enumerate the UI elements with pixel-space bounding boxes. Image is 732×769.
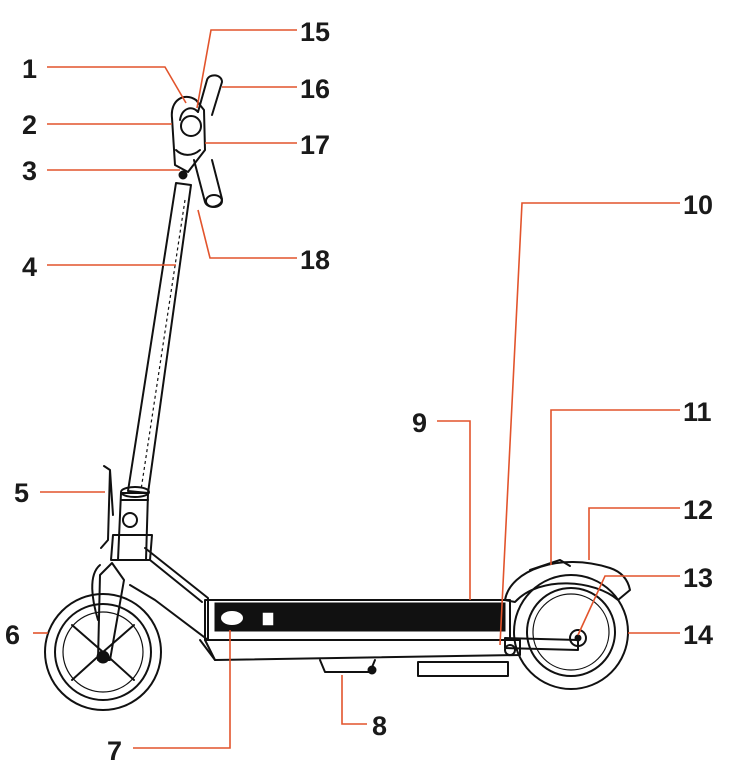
rear-wheel bbox=[504, 574, 629, 690]
handlebar bbox=[170, 74, 223, 208]
callout-1: 1 bbox=[22, 54, 37, 84]
leader-11 bbox=[550, 409, 680, 565]
front-wheel bbox=[44, 593, 162, 711]
leader-7 bbox=[133, 630, 231, 749]
main-pole bbox=[127, 182, 192, 494]
callout-17: 17 bbox=[300, 130, 330, 160]
folding-latch bbox=[100, 465, 114, 549]
callout-12: 12 bbox=[683, 495, 713, 525]
callout-16: 16 bbox=[300, 74, 330, 104]
leader-10 bbox=[499, 202, 680, 646]
deck bbox=[199, 599, 521, 677]
callout-13: 13 bbox=[683, 563, 713, 593]
callout-18: 18 bbox=[300, 245, 330, 275]
callout-10: 10 bbox=[683, 190, 713, 220]
callout-8: 8 bbox=[372, 711, 387, 741]
callout-7: 7 bbox=[107, 736, 122, 766]
rear-fender bbox=[504, 561, 631, 603]
leader-15 bbox=[196, 29, 297, 109]
leader-18 bbox=[197, 209, 297, 259]
leader-lines bbox=[33, 29, 680, 749]
callout-5: 5 bbox=[14, 478, 29, 508]
callout-4: 4 bbox=[22, 252, 37, 282]
callout-2: 2 bbox=[22, 110, 37, 140]
callout-14: 14 bbox=[683, 620, 713, 650]
leader-12 bbox=[588, 507, 680, 560]
front-fork bbox=[97, 562, 125, 661]
callout-3: 3 bbox=[22, 156, 37, 186]
callout-6: 6 bbox=[5, 620, 20, 650]
leader-9 bbox=[437, 420, 471, 600]
callout-15: 15 bbox=[300, 17, 330, 47]
callout-labels: 1 2 3 4 5 6 7 8 9 10 11 12 13 14 15 16 1… bbox=[5, 17, 713, 766]
callout-9: 9 bbox=[412, 408, 427, 438]
leader-13 bbox=[577, 575, 680, 636]
callout-11: 11 bbox=[683, 397, 712, 427]
leader-1 bbox=[47, 66, 187, 104]
leader-8 bbox=[341, 675, 367, 725]
scooter-illustration bbox=[44, 74, 631, 711]
frame-neck bbox=[129, 547, 209, 641]
